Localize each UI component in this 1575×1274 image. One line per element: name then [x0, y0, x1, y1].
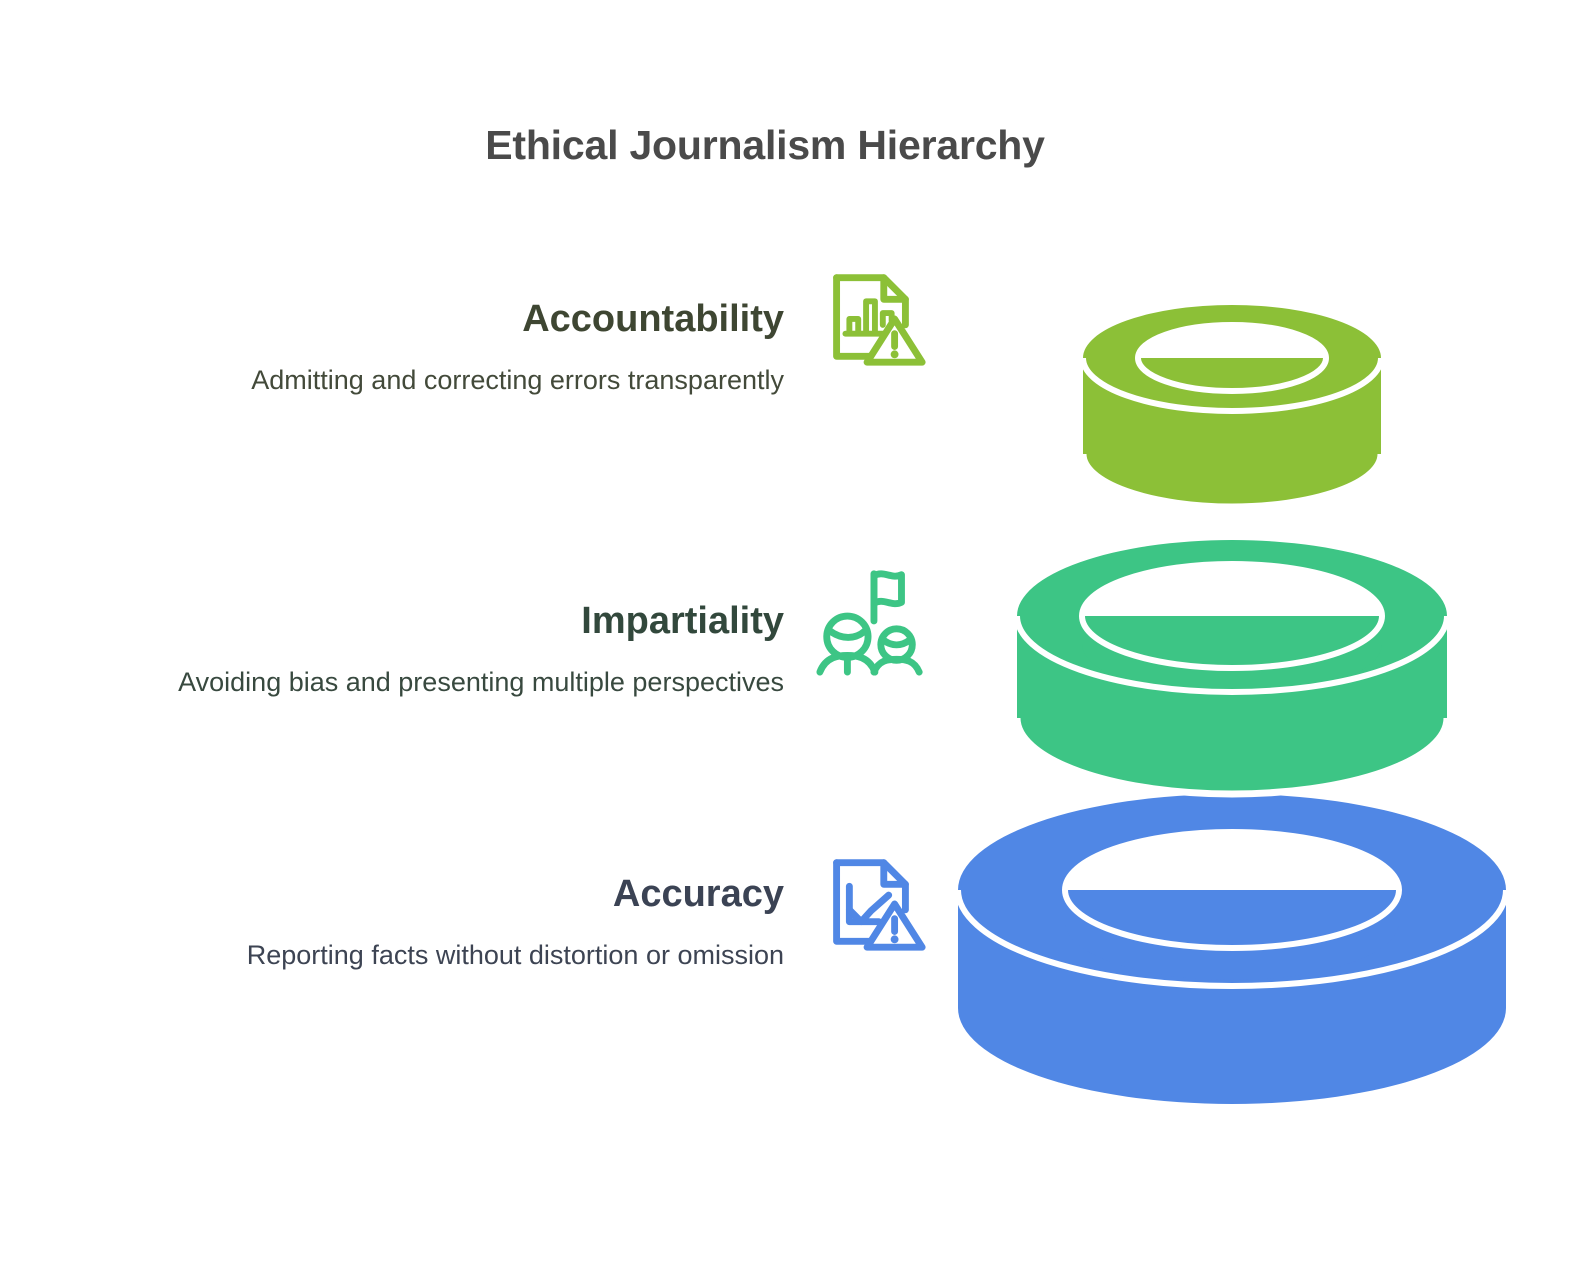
tier-heading-accountability: Accountability	[522, 298, 784, 340]
document-line-chart-warning-icon	[833, 859, 926, 951]
tier-text-accountability: Accountability Admitting and correcting …	[124, 298, 812, 399]
tier-heading-impartiality: Impartiality	[581, 600, 784, 642]
tier-heading-accuracy: Accuracy	[612, 873, 784, 915]
page-title: Ethical Journalism Hierarchy	[485, 122, 1045, 168]
people-flag-icon	[816, 570, 923, 676]
tier-description-impartiality: Avoiding bias and presenting multiple pe…	[178, 666, 784, 697]
tier-text-impartiality: Impartiality Avoiding bias and presentin…	[124, 600, 812, 701]
tier-description-accuracy: Reporting facts without distortion or om…	[246, 939, 784, 970]
tier-row-accuracy: Accuracy Reporting facts without distort…	[70, 859, 930, 974]
tier-row-impartiality: Impartiality Avoiding bias and presentin…	[70, 570, 930, 701]
ring-impartiality	[1013, 540, 1451, 798]
tier-text-accuracy: Accuracy Reporting facts without distort…	[124, 873, 812, 974]
ring-stack-diagram	[930, 270, 1530, 1190]
document-bar-chart-warning-icon	[833, 274, 926, 366]
ring-accuracy	[955, 794, 1509, 1104]
tier-description-accountability: Admitting and correcting errors transpar…	[251, 364, 784, 395]
tier-row-accountability: Accountability Admitting and correcting …	[70, 274, 930, 399]
ring-accountability	[1079, 305, 1385, 511]
